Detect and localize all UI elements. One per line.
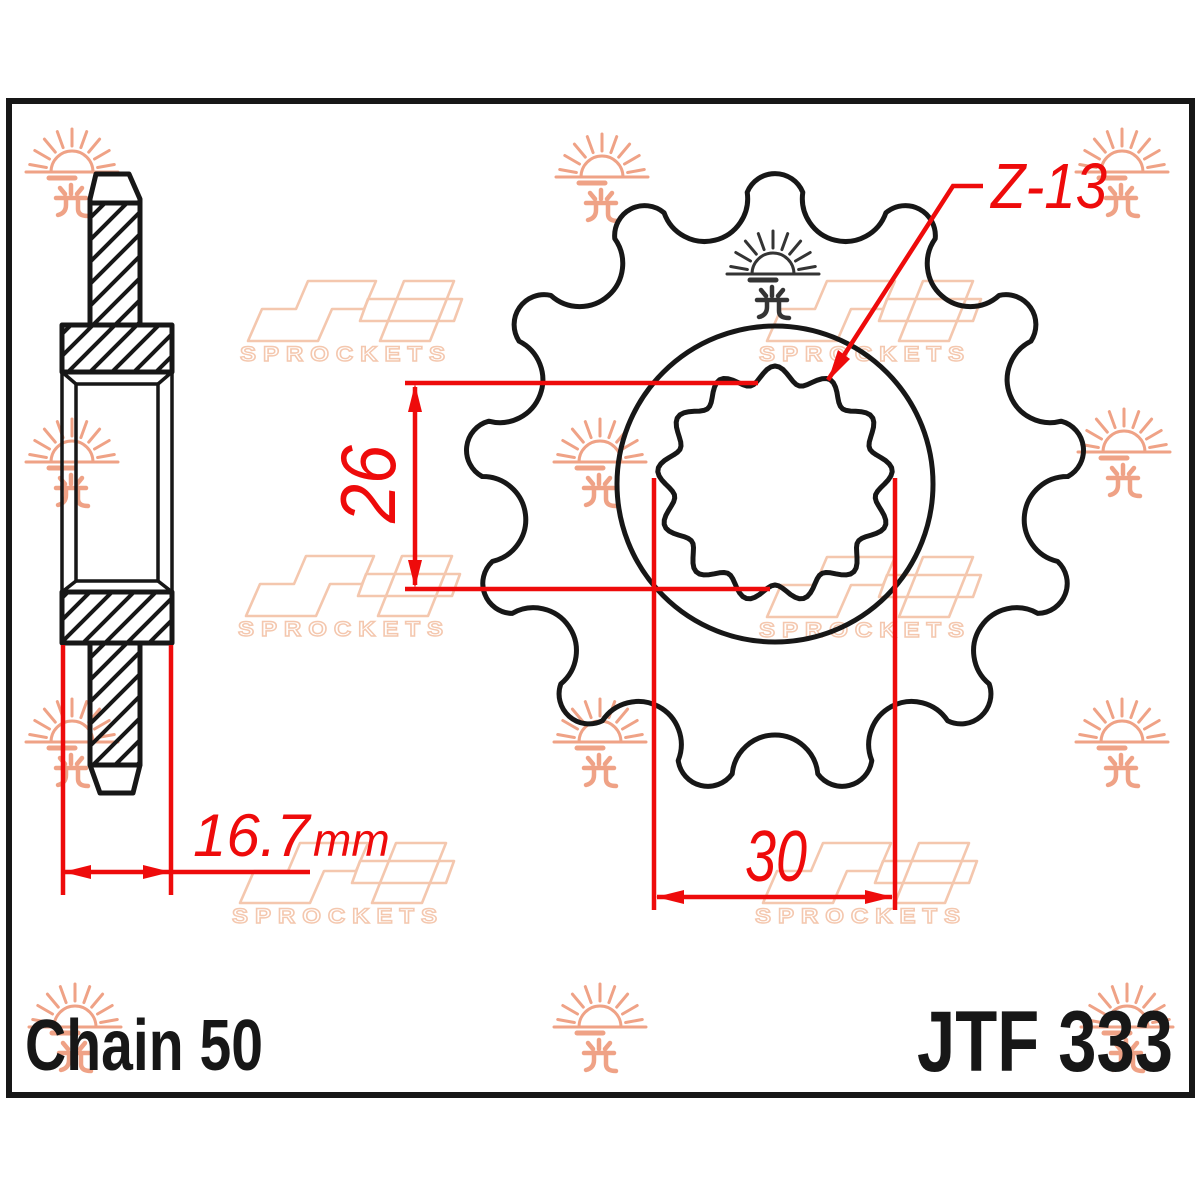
chain-size-label: Chain 50 [25, 1006, 263, 1086]
bore-id-dimension-value: 26 [324, 444, 412, 523]
shaft-top-section [87, 200, 143, 328]
part-number-label: JTF 333 [917, 994, 1173, 1090]
drawing-border-frame [6, 98, 1195, 1098]
width-dimension-unit: mm [313, 814, 390, 866]
teeth-count-leader-line [826, 183, 983, 382]
upper-flange-section [59, 322, 175, 375]
spline-bore-outline [655, 363, 895, 602]
shaft-bottom-chamfer [87, 762, 143, 796]
shaft-top-chamfer [87, 171, 143, 206]
bore-od-dimension-lines [651, 478, 898, 910]
front-view [464, 171, 1086, 789]
width-dimension-lines [60, 645, 310, 895]
lower-flange-section [59, 589, 175, 646]
teeth-count-label: Z-13 [989, 150, 1107, 222]
hub-web-detail [60, 370, 174, 594]
hub-circle [614, 323, 936, 645]
bore-id-dimension-lines [405, 380, 770, 592]
sprocket-teeth-outline [464, 171, 1086, 789]
width-dimension-value: 16.7 [193, 802, 312, 869]
bore-od-dimension-value: 30 [745, 817, 807, 897]
side-view [59, 171, 175, 796]
shaft-bottom-section [87, 640, 143, 768]
dimension-annotations: 16.7 mm 26 30 Z-13 [60, 150, 1107, 910]
